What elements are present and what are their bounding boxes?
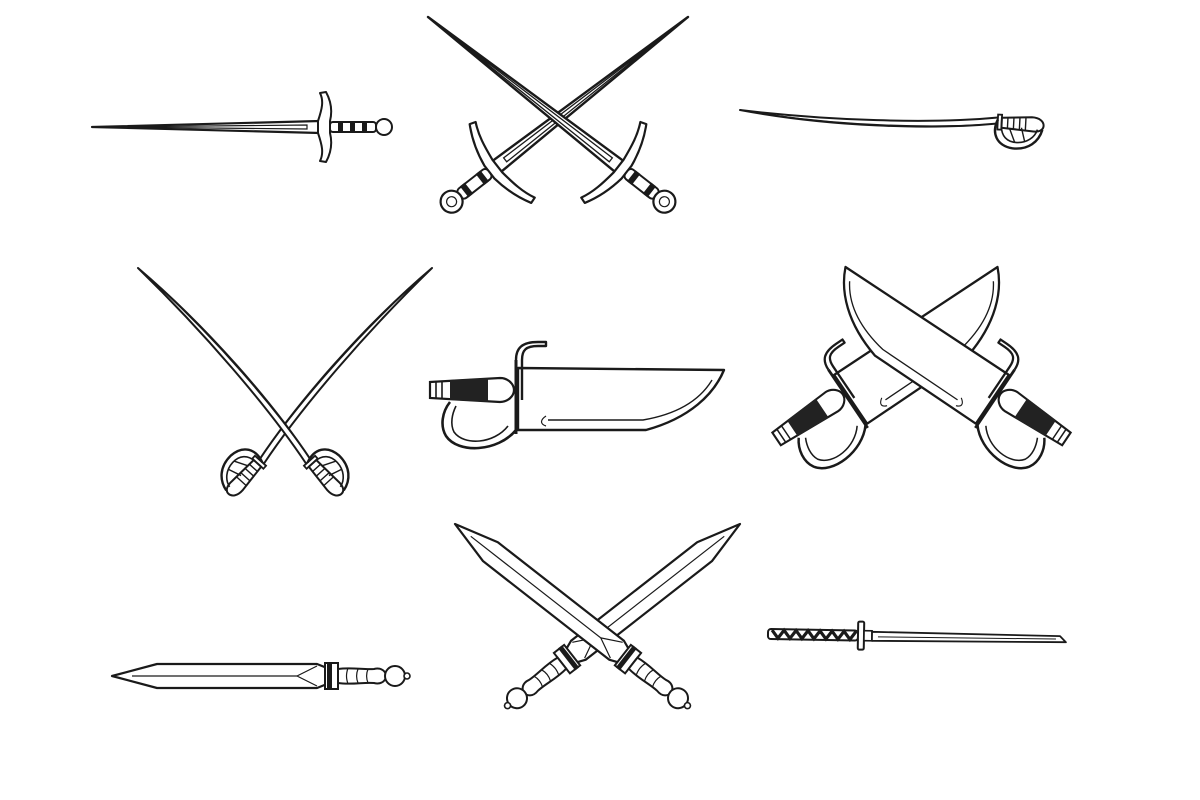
crossed-cutlasses-icon <box>749 243 1094 487</box>
cutlass-icon <box>428 340 726 450</box>
katana-icon <box>766 618 1068 655</box>
crossed-sabers-icon <box>130 250 440 502</box>
cavalry-saber-icon <box>737 99 1046 152</box>
dagger-icon <box>90 90 394 164</box>
gladius-icon <box>110 660 412 692</box>
crossed-longswords-icon <box>396 0 720 250</box>
crossed-gladii-icon <box>445 511 750 720</box>
